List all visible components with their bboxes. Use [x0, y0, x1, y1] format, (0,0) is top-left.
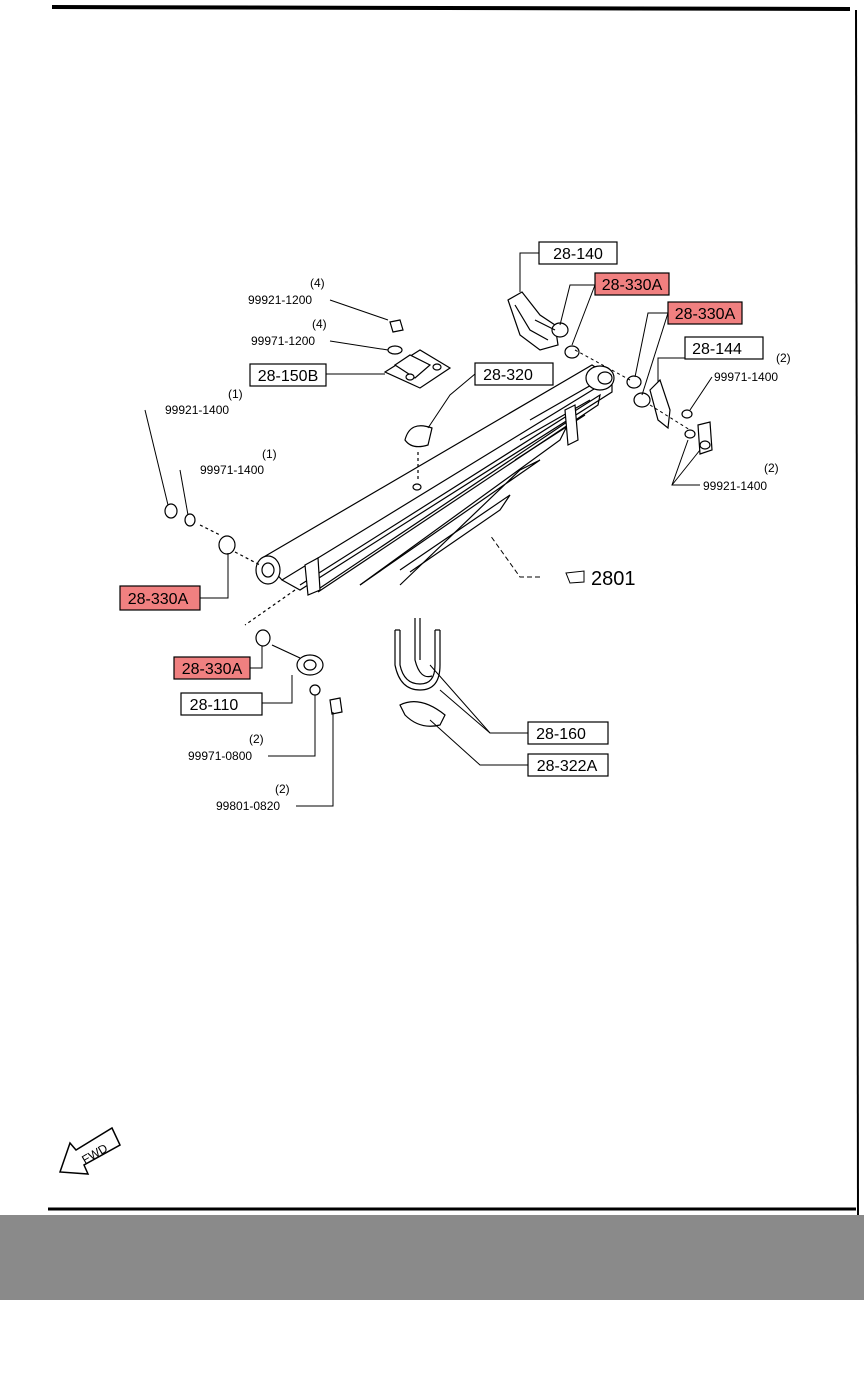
- label-28-330a-right[interactable]: 28-330A: [667, 301, 743, 325]
- parts-diagram: 28-140 28-330A 28-330A 28-144 28-150B 28…: [48, 5, 859, 1215]
- right-border: [855, 9, 859, 1215]
- label-28-330a-left[interactable]: 28-330A: [119, 585, 201, 611]
- hand-pointer-icon: [565, 570, 585, 584]
- fastener-99971-1400-rear[interactable]: (2) 99971-1400: [714, 351, 791, 384]
- label-28-144[interactable]: 28-144: [684, 336, 764, 360]
- fastener-code: 99971-1400: [714, 370, 778, 384]
- bolt-cap: [399, 701, 446, 727]
- label-28-330a-top[interactable]: 28-330A: [594, 272, 670, 296]
- fastener-code: 99971-1400: [200, 463, 264, 477]
- label-2801-text: 2801: [591, 568, 636, 590]
- fastener-99921-1200[interactable]: (4) 99921-1200: [248, 276, 325, 307]
- fastener-99921-1400-rear[interactable]: (2) 99921-1400: [703, 461, 779, 493]
- footer-bar: MAZDA - S00128333 N - 28330A: [0, 1215, 864, 1360]
- label-28-110-text: 28-110: [190, 697, 239, 714]
- label-28-144-text: 28-144: [692, 341, 742, 358]
- top-border: [51, 5, 851, 11]
- label-28-140[interactable]: 28-140: [538, 241, 618, 265]
- fastener-code: 99921-1200: [248, 293, 312, 307]
- fastener-99971-1200[interactable]: (4) 99971-1200: [251, 317, 327, 348]
- label-28-322a[interactable]: 28-322A: [527, 753, 609, 777]
- label-28-150b-text: 28-150B: [258, 368, 319, 385]
- fastener-qty: (1): [262, 447, 277, 461]
- u-bolts: [394, 618, 441, 691]
- label-28-330a-right-text: 28-330A: [675, 306, 736, 323]
- fastener-code: 99971-1200: [251, 334, 315, 348]
- spring-seat: [383, 319, 452, 389]
- fastener-code: 99921-1400: [165, 403, 229, 417]
- front-bracket: [507, 291, 580, 359]
- label-28-160[interactable]: 28-160: [527, 721, 609, 745]
- fastener-qty: (1): [228, 387, 243, 401]
- label-28-330a-lower-text: 28-330A: [182, 661, 243, 678]
- fastener-qty: (2): [275, 782, 290, 796]
- dashed-lines: [574, 349, 691, 431]
- bump-stopper: [404, 425, 433, 480]
- fastener-code: 99971-0800: [188, 749, 252, 763]
- label-28-150b[interactable]: 28-150B: [249, 363, 327, 387]
- front-fasteners: [164, 503, 261, 566]
- label-28-110[interactable]: 28-110: [180, 692, 263, 716]
- fastener-99921-1400-front[interactable]: (1) 99921-1400: [165, 387, 243, 417]
- leader-lines: [144, 252, 713, 807]
- label-28-330a-lower[interactable]: 28-330A: [173, 656, 251, 680]
- fastener-qty: (2): [249, 732, 264, 746]
- label-28-330a-top-text: 28-330A: [602, 277, 663, 294]
- fastener-qty: (2): [776, 351, 791, 365]
- label-28-160-text: 28-160: [536, 726, 586, 743]
- fastener-code: 99921-1400: [703, 479, 767, 493]
- lower-bolt-plate: [244, 589, 343, 715]
- label-28-322a-text: 28-322A: [537, 758, 598, 775]
- fwd-arrow-icon: FWD: [58, 1126, 121, 1175]
- fastener-99801-0820[interactable]: (2) 99801-0820: [216, 782, 290, 813]
- leaf-spring: [255, 364, 615, 596]
- fastener-99971-0800[interactable]: (2) 99971-0800: [188, 732, 264, 763]
- fastener-qty: (4): [310, 276, 325, 290]
- fastener-code: 99801-0820: [216, 799, 280, 813]
- label-28-320-text: 28-320: [483, 367, 533, 384]
- label-28-330a-left-text: 28-330A: [128, 591, 189, 608]
- fastener-99971-1400-front[interactable]: (1) 99971-1400: [200, 447, 277, 477]
- label-2801[interactable]: 2801: [565, 568, 636, 590]
- label-28-140-text: 28-140: [553, 246, 603, 263]
- label-28-320[interactable]: 28-320: [474, 362, 554, 386]
- fastener-qty: (2): [764, 461, 779, 475]
- rear-shackle: [626, 375, 713, 455]
- footer-text: MAZDA - S00128333 N - 28330A: [194, 1325, 688, 1360]
- fastener-qty: (4): [312, 317, 327, 331]
